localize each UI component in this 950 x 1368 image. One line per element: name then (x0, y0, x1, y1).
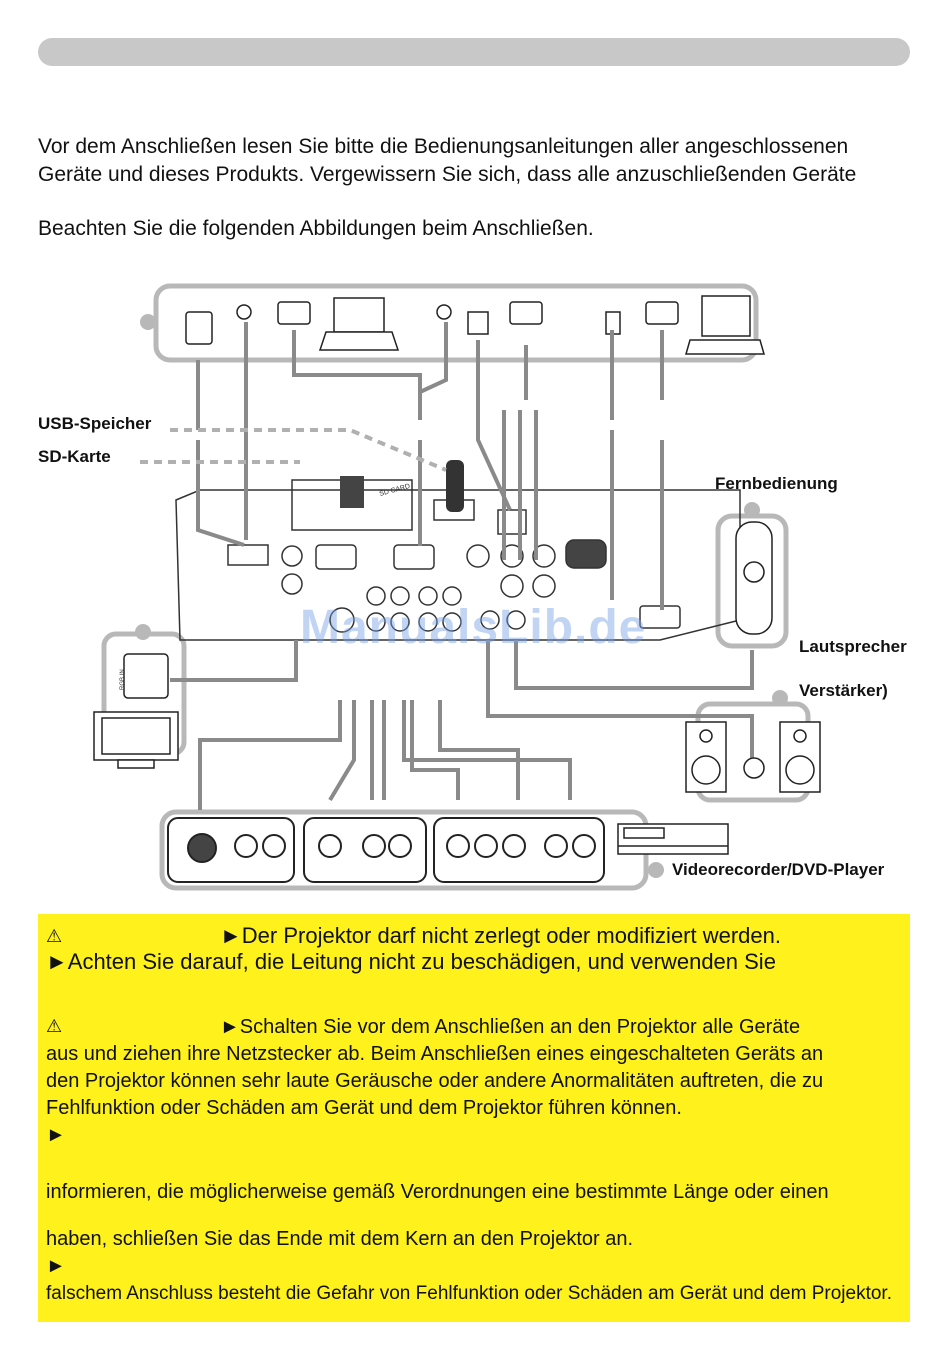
warning-4-line-2: falschem Anschluss besteht die Gefahr vo… (46, 1283, 892, 1304)
warning-4-arrow: ► (46, 1255, 66, 1277)
watermark: ManualsLib.de (300, 601, 647, 654)
label-remote-control: Fernbedienung (715, 474, 838, 493)
intro-line-3: Beachten Sie die folgenden Abbildungen b… (38, 217, 594, 240)
warning-1-line-1: ►Der Projektor darf nicht zerlegt oder m… (220, 923, 781, 948)
intro-line-2: Geräte und dieses Produkts. Vergewissern… (38, 163, 857, 186)
section-header-bar (38, 38, 910, 66)
warning-2-line-1: ►Schalten Sie vor dem Anschließen an den… (220, 1016, 801, 1038)
warning-3-arrow: ► (46, 1124, 66, 1146)
warning-triangle-icon: ⚠ (46, 926, 63, 946)
label-usb-storage: USB-Speicher (38, 414, 152, 433)
rgb-in-text: RGB IN (120, 669, 126, 690)
warning-2-line-2: aus und ziehen ihre Netzstecker ab. Beim… (46, 1043, 824, 1065)
label-sd-card: SD-Karte (38, 447, 111, 466)
sd-card-text: SD CARD (379, 483, 411, 498)
intro-line-1: Vor dem Anschließen lesen Sie bitte die … (38, 135, 849, 158)
label-amplifier: Verstärker) (799, 681, 888, 700)
devices-frame-top (153, 283, 759, 363)
warning-2-line-4: Fehlfunktion oder Schäden am Gerät und d… (46, 1097, 682, 1119)
warning-3-line-2: informieren, die möglicherweise gemäß Ve… (46, 1181, 829, 1203)
warning-2-line-3: den Projektor können sehr laute Geräusch… (46, 1070, 824, 1092)
warning-3-line-3: haben, schließen Sie das Ende mit dem Ke… (46, 1228, 634, 1250)
connection-diagram: SD CARD RGB IN (93, 283, 821, 891)
warning-1-line-2: ►Achten Sie darauf, die Leitung nicht zu… (46, 949, 776, 974)
label-speaker: Lautsprecher (799, 637, 907, 656)
warning-triangle-icon: ⚠ (46, 1016, 63, 1036)
warning-box: ⚠ ►Der Projektor darf nicht zerlegt oder… (38, 914, 910, 1322)
label-video-recorder-dvd: Videorecorder/DVD-Player (672, 860, 885, 879)
